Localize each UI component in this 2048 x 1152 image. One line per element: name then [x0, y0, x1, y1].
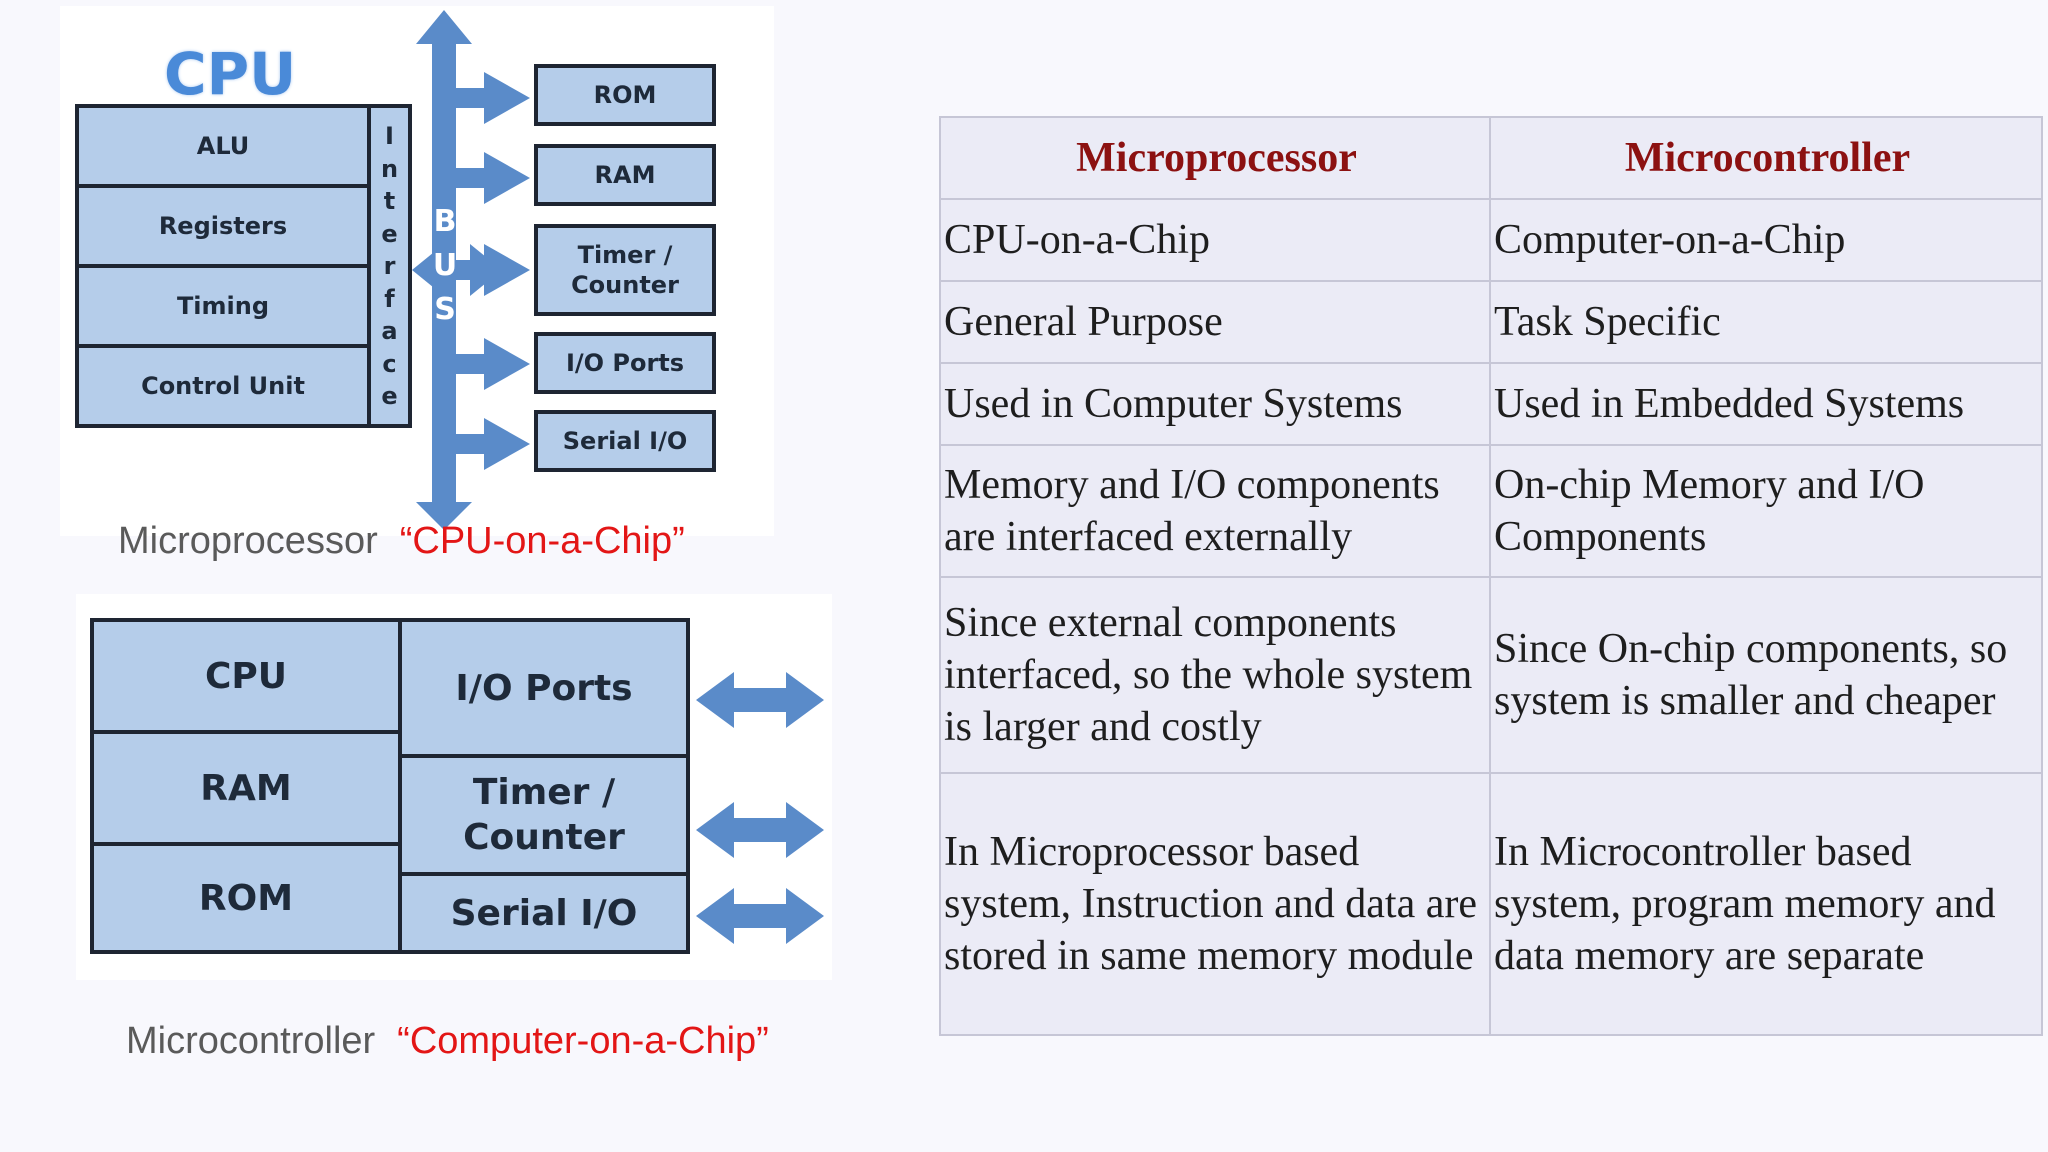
bus-letter: U: [432, 248, 458, 283]
table-row: Used in Computer Systems Used in Embedde…: [939, 362, 2043, 446]
caption-quote: “Computer-on-a-Chip”: [397, 1020, 769, 1062]
mcu-block-timer-counter: Timer / Counter: [398, 754, 690, 876]
bus-branch-arrow-ram: [456, 152, 530, 204]
cell-microcontroller: In Microcontroller based system, program…: [1489, 772, 2043, 1036]
mcu-block-cpu: CPU: [90, 618, 402, 734]
cell-microprocessor: General Purpose: [939, 280, 1491, 364]
table-row: In Microprocessor based system, Instruct…: [939, 772, 2043, 1036]
cell-microcontroller: Task Specific: [1489, 280, 2043, 364]
bus-letter: B: [433, 204, 457, 239]
io-arrows: [696, 672, 824, 944]
cell-microcontroller: Computer-on-a-Chip: [1489, 198, 2043, 282]
bus-branch-arrow-io: [456, 338, 530, 390]
interface-letter: e: [381, 219, 398, 248]
mcu-block-io-ports: I/O Ports: [398, 618, 690, 758]
peripheral-ram: RAM: [534, 144, 716, 206]
header-microcontroller: Microcontroller: [1489, 116, 2043, 200]
double-arrow-timer-counter: [696, 802, 824, 858]
comparison-table: Microprocessor Microcontroller CPU-on-a-…: [939, 116, 2043, 1036]
double-arrow-serial-io: [696, 888, 824, 944]
peripheral-timer-counter: Timer / Counter: [534, 224, 716, 316]
cpu-block-control-unit: Control Unit: [75, 344, 371, 428]
bus-branch-arrow-serial: [456, 418, 530, 470]
bus-arrows: [412, 10, 530, 530]
table-row: Memory and I/O components are interfaced…: [939, 444, 2043, 578]
caption-quote: “CPU-on-a-Chip”: [399, 520, 685, 562]
interface-letter: e: [381, 382, 398, 410]
peripheral-serial-io: Serial I/O: [534, 410, 716, 472]
mcu-block-serial-io: Serial I/O: [398, 872, 690, 954]
caption-label: Microcontroller: [126, 1020, 376, 1062]
interface-letter: a: [381, 317, 398, 345]
cell-microprocessor: In Microprocessor based system, Instruct…: [939, 772, 1491, 1036]
table-header-row: Microprocessor Microcontroller: [939, 116, 2043, 200]
interface-letter: n: [380, 154, 399, 183]
peripheral-rom: ROM: [534, 64, 716, 126]
interface-letter: c: [382, 349, 397, 378]
microcontroller-caption: Microcontroller “Computer-on-a-Chip”: [126, 1020, 769, 1063]
cell-microprocessor: CPU-on-a-Chip: [939, 198, 1491, 282]
cell-microcontroller: On-chip Memory and I/O Components: [1489, 444, 2043, 578]
mcu-block-rom: ROM: [90, 842, 402, 954]
bus-branch-arrow-rom: [456, 72, 530, 124]
bus-side-arrow-left: [412, 244, 444, 296]
bus-branch-arrow-timer: [456, 244, 530, 296]
interface-letter: f: [384, 284, 395, 313]
cpu-block-alu: ALU: [75, 104, 371, 188]
table-row: CPU-on-a-Chip Computer-on-a-Chip: [939, 198, 2043, 282]
table-row: Since external components interfaced, so…: [939, 576, 2043, 774]
header-microprocessor: Microprocessor: [939, 116, 1491, 200]
cell-microcontroller: Since On-chip components, so system is s…: [1489, 576, 2043, 774]
microprocessor-caption: Microprocessor “CPU-on-a-Chip”: [118, 520, 685, 563]
peripheral-io-ports: I/O Ports: [534, 332, 716, 394]
cell-microprocessor: Used in Computer Systems: [939, 362, 1491, 446]
cell-microprocessor: Since external components interfaced, so…: [939, 576, 1491, 774]
table-row: General Purpose Task Specific: [939, 280, 2043, 364]
caption-label: Microprocessor: [118, 520, 378, 562]
interface-letter: r: [383, 252, 396, 280]
mcu-block-ram: RAM: [90, 730, 402, 846]
microcontroller-diagram: CPU RAM ROM I/O Ports Timer / Counter Se…: [76, 594, 832, 980]
double-arrow-io-ports: [696, 672, 824, 728]
cell-microcontroller: Used in Embedded Systems: [1489, 362, 2043, 446]
cell-microprocessor: Memory and I/O components are interfaced…: [939, 444, 1491, 578]
interface-letter: t: [383, 187, 396, 215]
interface-letter: I: [385, 122, 394, 150]
cpu-title: CPU: [164, 40, 297, 108]
bus-letter: S: [434, 292, 456, 327]
